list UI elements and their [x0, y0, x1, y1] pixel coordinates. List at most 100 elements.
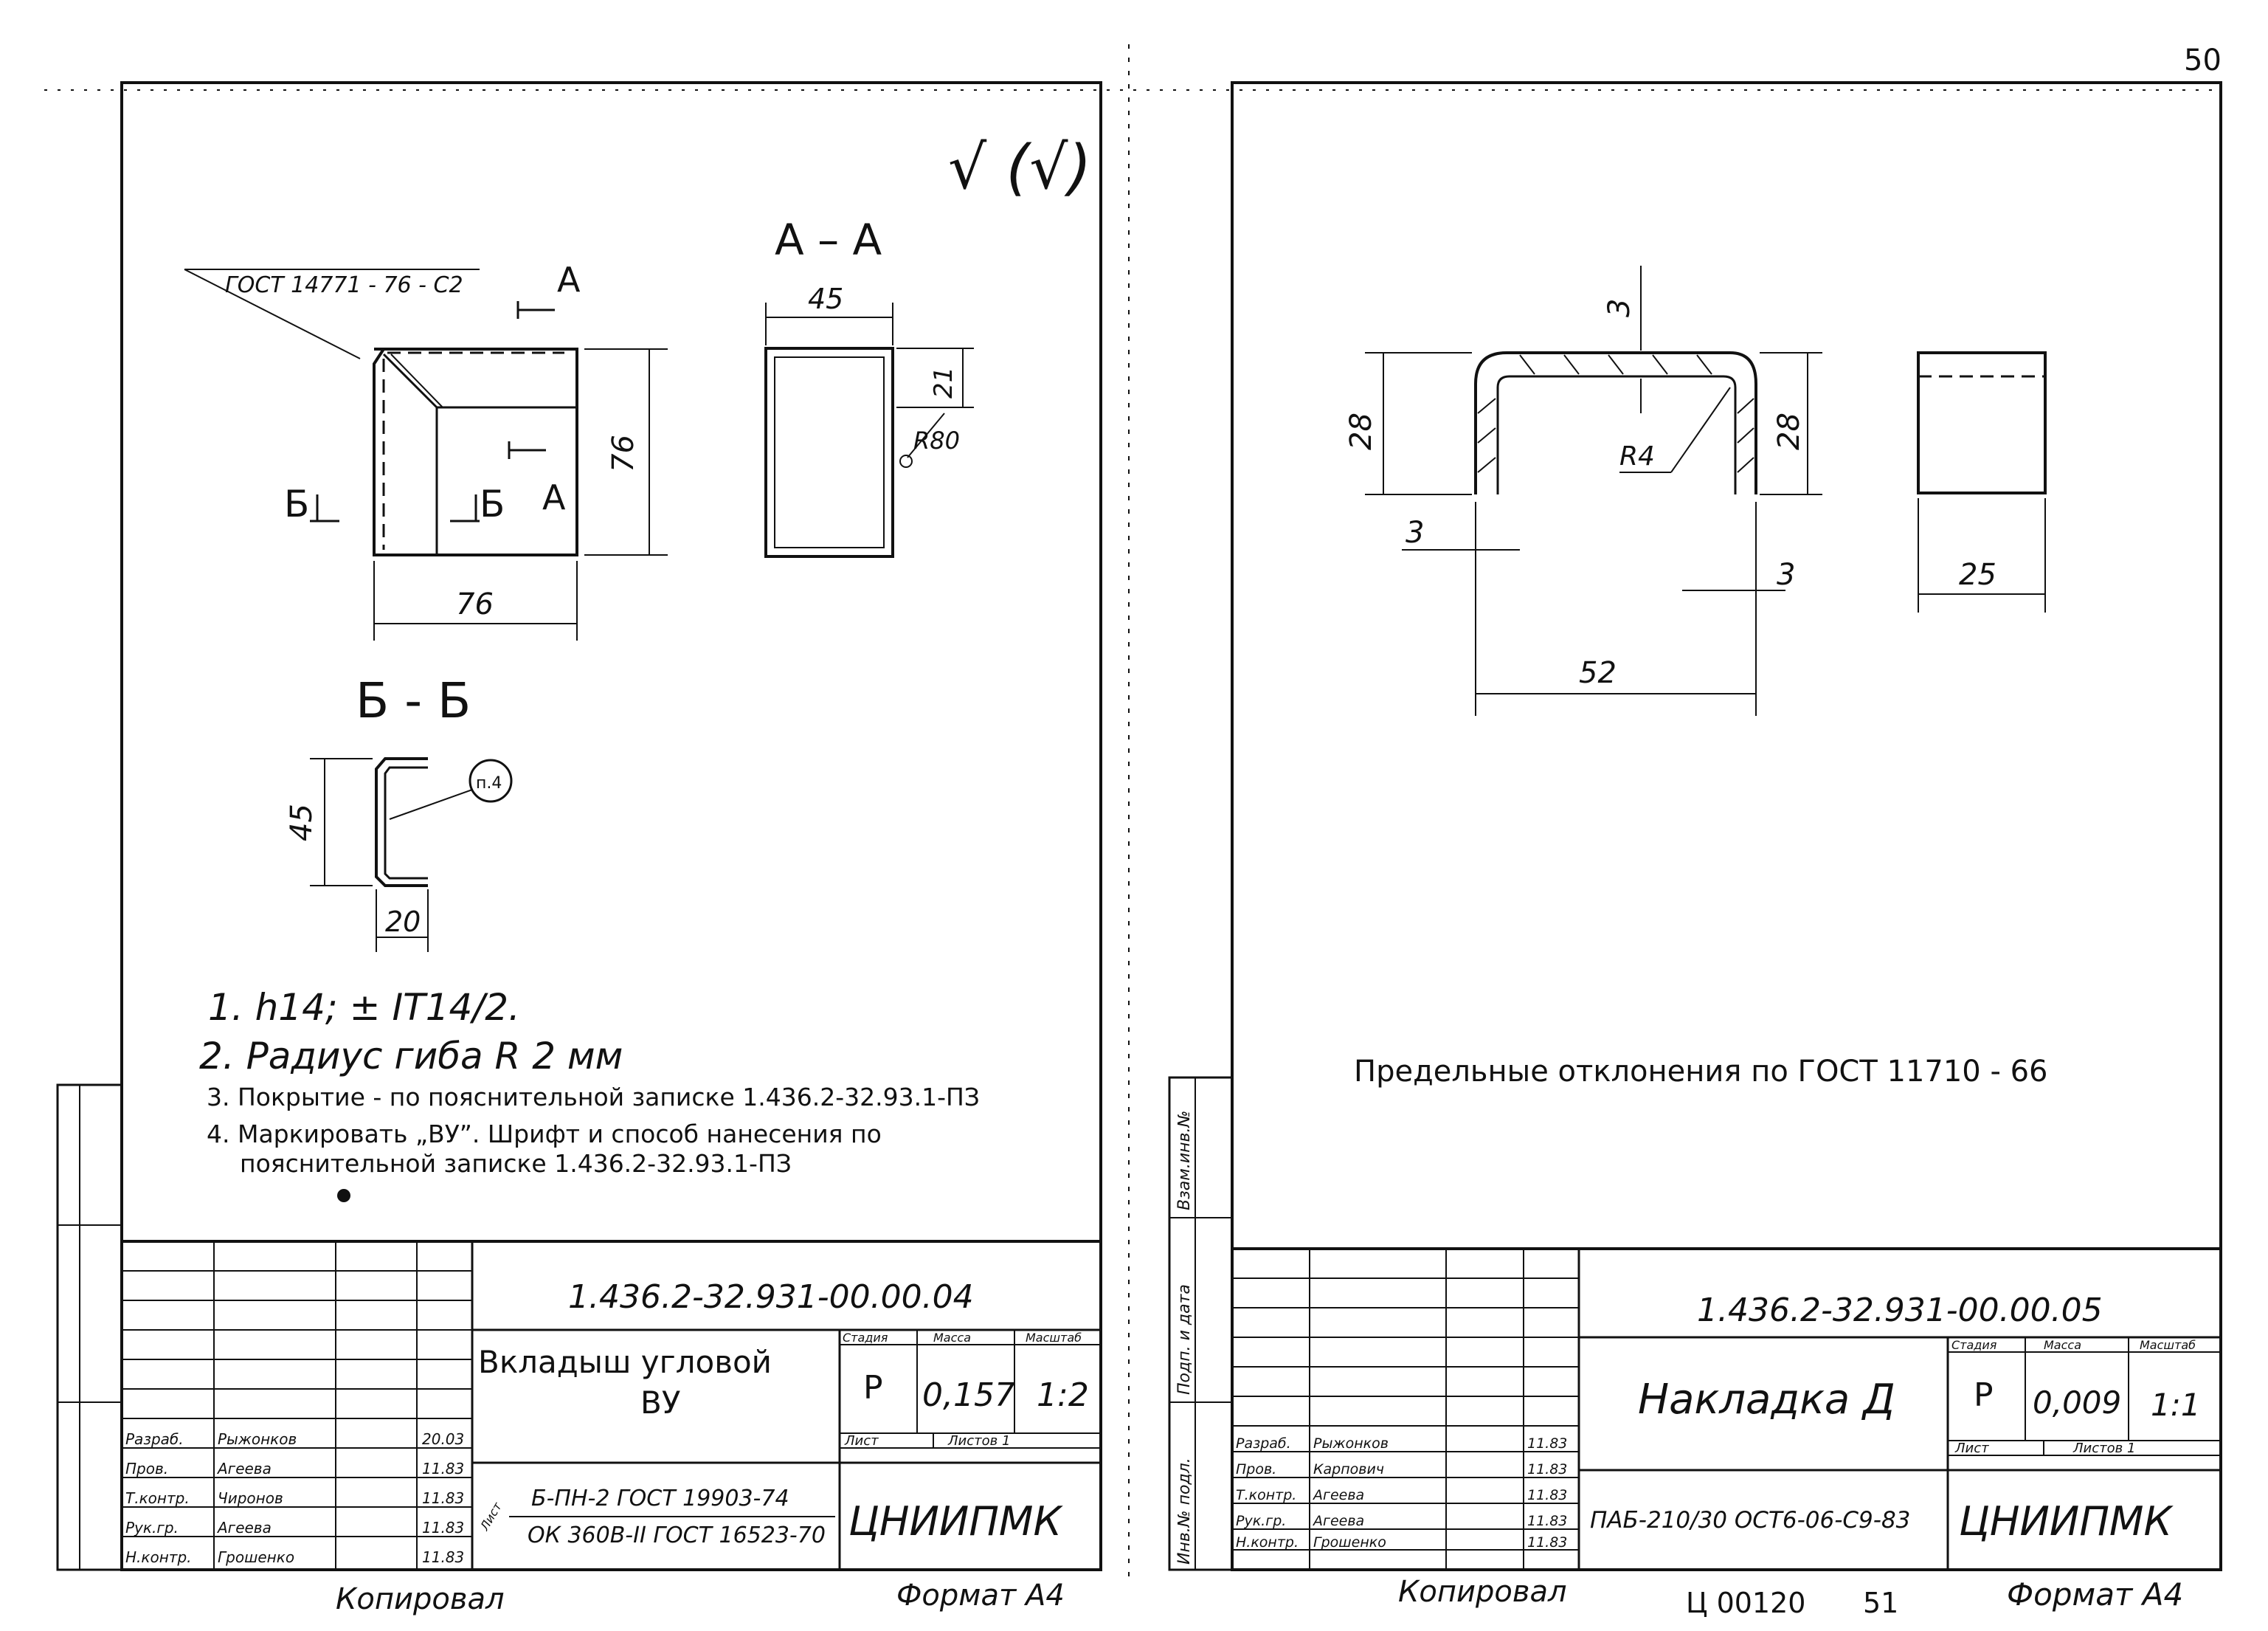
channel-side-view: 25	[1917, 351, 2047, 613]
left-copied-by: Копировал	[336, 1582, 505, 1616]
left-sheets-label: Листов 1	[947, 1433, 1010, 1449]
left-thickness-dim: 3	[1406, 516, 1424, 550]
right-mass: 0,009	[2033, 1385, 2121, 1421]
note-4-continued: пояснительной записке 1.436.2-32.93.1-ПЗ	[240, 1149, 792, 1178]
left-scale: 1:2	[1037, 1376, 1089, 1414]
left-sheet-label: Лист	[844, 1433, 879, 1449]
right-date-1: 11.83	[1527, 1461, 1567, 1477]
left-date-1: 11.83	[422, 1460, 464, 1477]
left-designation: 1.436.2-32.931-00.00.04	[568, 1278, 974, 1316]
left-role-4: Н.контр.	[125, 1548, 192, 1566]
left-date-4: 11.83	[422, 1548, 464, 1566]
right-name-1: Карпович	[1313, 1461, 1384, 1477]
right-copied-by: Копировал	[1398, 1575, 1567, 1609]
left-format: Формат А4	[896, 1579, 1065, 1613]
section-aa-title: А – А	[775, 215, 882, 265]
right-role-0: Разраб.	[1236, 1435, 1291, 1452]
technical-notes: 1. h14; ± IT14/2. 2. Радиус гиба R 2 мм …	[199, 986, 980, 1178]
right-name-0: Рыжонков	[1313, 1435, 1389, 1452]
channel-profile-view: 3 28 28 R4 3 3 52	[1344, 266, 1822, 716]
right-stage: Р	[1974, 1376, 1994, 1414]
aa-radius-dim: R80	[913, 427, 960, 455]
bb-width-dim: 20	[385, 906, 421, 938]
right-part-name: Накладка Д	[1638, 1376, 1895, 1424]
left-side-strip	[56, 1083, 123, 1571]
note-3: 3. Покрытие - по пояснительной записке 1…	[207, 1083, 980, 1111]
left-role-3: Рук.гр.	[125, 1519, 179, 1537]
left-col-stage: Стадия	[843, 1331, 888, 1345]
channel-width-dim: 52	[1579, 656, 1617, 690]
left-part-code: ВУ	[640, 1385, 680, 1421]
right-format: Формат А4	[2007, 1576, 2183, 1613]
left-role-1: Пров.	[125, 1460, 168, 1477]
right-role-2: Т.контр.	[1236, 1487, 1296, 1503]
side-depth-dim: 25	[1959, 558, 1996, 592]
tolerance-note: Предельные отклонения по ГОСТ 11710 - 66	[1354, 1055, 2048, 1089]
right-designation: 1.436.2-32.931-00.00.05	[1697, 1292, 2103, 1329]
left-stage: Р	[863, 1369, 883, 1407]
aa-width-dim: 45	[808, 283, 843, 315]
section-bb-title: Б - Б	[356, 672, 471, 729]
left-role-2: Т.контр.	[125, 1489, 190, 1507]
cut-a-top-label: А	[557, 260, 581, 300]
left-name-2: Чиронов	[218, 1489, 283, 1507]
left-role-0: Разраб.	[125, 1430, 184, 1448]
note-1: 1. h14; ± IT14/2.	[208, 986, 520, 1029]
left-date-3: 11.83	[422, 1519, 464, 1537]
right-name-4: Грошенко	[1313, 1534, 1386, 1551]
right-sheet: Взам.инв.№ Подп. и дата Инв.№ подл. 3 28…	[1168, 81, 2222, 1619]
right-date-3: 11.83	[1527, 1513, 1567, 1529]
cut-b-right-label: Б	[480, 483, 505, 525]
ink-dot	[337, 1189, 350, 1202]
gost-callout: ГОСТ 14771 - 76 - С2	[225, 272, 463, 298]
page-number: 50	[2184, 44, 2222, 77]
archive-page: 51	[1863, 1587, 1898, 1619]
left-name-3: Агеева	[216, 1519, 272, 1537]
right-role-3: Рук.гр.	[1236, 1513, 1286, 1529]
right-date-4: 11.83	[1527, 1534, 1567, 1551]
left-material-label: Лист	[477, 1500, 505, 1534]
left-name-1: Агеева	[216, 1460, 272, 1477]
left-date-2: 11.83	[422, 1489, 464, 1507]
bb-height-dim: 45	[285, 804, 319, 841]
right-name-2: Агеева	[1312, 1487, 1364, 1503]
right-sheets-label: Листов 1	[2072, 1441, 2135, 1456]
right-role-1: Пров.	[1236, 1461, 1276, 1477]
left-col-mass: Масса	[933, 1331, 971, 1345]
left-mass: 0,157	[922, 1376, 1015, 1414]
left-col-scale: Масштаб	[1026, 1331, 1082, 1345]
left-name-0: Рыжонков	[218, 1430, 297, 1448]
cut-b-left-label: Б	[284, 483, 309, 525]
right-sheet-label: Лист	[1954, 1441, 1989, 1456]
left-height-dim: 28	[1344, 413, 1378, 450]
plan-height-dim: 76	[606, 435, 640, 472]
top-thickness-dim: 3	[1603, 299, 1636, 317]
corner-insert-plan-view: ГОСТ 14771 - 76 - С2 А А Б Б 76 76	[184, 260, 668, 641]
left-title-block: 1.436.2-32.931-00.00.04 Вкладыш угловой …	[120, 1240, 1102, 1571]
left-sheet: √ (√) ГОСТ 14771 - 76 - С2 А А Б	[56, 81, 1102, 1616]
stamp-inv-original: Инв.№ подл.	[1175, 1458, 1194, 1565]
right-side-strip: Взам.инв.№ Подп. и дата Инв.№ подл.	[1168, 1076, 1234, 1571]
right-date-0: 11.83	[1527, 1435, 1567, 1452]
left-organization: ЦНИИПМК	[848, 1498, 1064, 1545]
right-scale: 1:1	[2151, 1387, 2201, 1423]
note-4: 4. Маркировать „ВУ”. Шрифт и способ нане…	[207, 1120, 882, 1148]
right-material: ПАБ-210/30 ОСТ6-06-С9-83	[1590, 1507, 1910, 1534]
marking-balloon: п.4	[476, 774, 502, 793]
right-height-dim: 28	[1772, 413, 1806, 450]
check-marks: √ (√)	[948, 133, 1092, 203]
left-part-name: Вкладыш угловой	[478, 1344, 772, 1380]
section-bb: Б - Б 45 20 п.4	[285, 672, 513, 952]
left-material-bottom: ОК 360В-II ГОСТ 16523-70	[528, 1523, 826, 1548]
cut-a-bottom-label: А	[542, 477, 566, 517]
aa-height-dim: 21	[929, 367, 958, 399]
stamp-replace-inv: Взам.инв.№	[1175, 1111, 1194, 1210]
right-organization: ЦНИИПМК	[1959, 1498, 2174, 1545]
right-title-block: 1.436.2-32.931-00.00.05 Накладка Д Стади…	[1231, 1247, 2222, 1571]
right-thickness-dim: 3	[1777, 558, 1795, 592]
right-role-4: Н.контр.	[1236, 1534, 1299, 1551]
note-2: 2. Радиус гиба R 2 мм	[199, 1035, 623, 1077]
right-col-stage: Стадия	[1951, 1338, 1997, 1352]
left-material-top: Б-ПН-2 ГОСТ 19903-74	[531, 1486, 789, 1511]
